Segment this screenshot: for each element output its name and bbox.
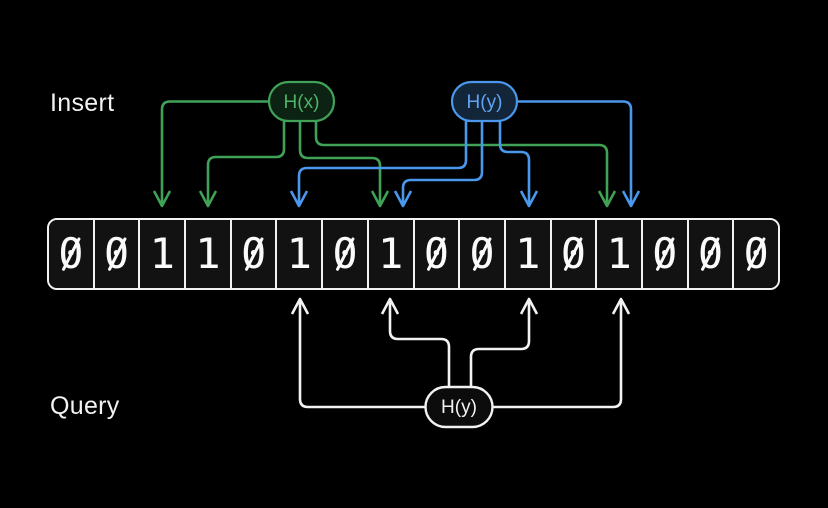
query-hy-pill-label: H(y) bbox=[441, 397, 477, 418]
hy-arrowhead-cell-5-icon bbox=[289, 190, 309, 208]
insert-hx-pill-label: H(x) bbox=[284, 92, 320, 113]
bit-cell-7: 1 bbox=[366, 220, 413, 288]
hx-arrowhead-cell-2-icon bbox=[152, 190, 172, 208]
bit-value-4: 0 bbox=[240, 229, 267, 278]
insert-label: Insert bbox=[50, 89, 115, 117]
hy-connector-cell-5 bbox=[297, 121, 468, 206]
bit-value-0: 0 bbox=[58, 229, 84, 278]
bit-value-9: 0 bbox=[469, 229, 495, 278]
insert-hx-group: H(x) bbox=[152, 80, 617, 208]
bit-cell-5: 1 bbox=[275, 220, 322, 288]
hy-connector-cell-7 bbox=[401, 121, 484, 206]
hy-connector-cell-10 bbox=[498, 121, 531, 206]
hy-arrowhead-cell-12-icon bbox=[621, 190, 641, 208]
hx-connector-cell-12 bbox=[314, 121, 609, 206]
insert-hy-group: H(y) bbox=[289, 80, 641, 208]
insert-hx-pill bbox=[267, 80, 336, 123]
hx-connector-cell-7 bbox=[298, 121, 382, 206]
hy-arrowhead-cell-10-icon bbox=[519, 190, 539, 208]
bit-value-6: 0 bbox=[332, 229, 358, 278]
bit-value-5: 1 bbox=[286, 229, 312, 278]
hx-arrowhead-cell-12-icon bbox=[597, 190, 617, 208]
bit-cell-14: 0 bbox=[686, 220, 733, 288]
query-arrowhead-cell-5-icon bbox=[290, 297, 310, 315]
query-connector-cell-12 bbox=[492, 300, 623, 409]
query-arrowhead-cell-10-icon bbox=[519, 297, 539, 315]
insert-hy-pill-label: H(y) bbox=[467, 92, 503, 113]
bit-value-13: 0 bbox=[652, 229, 678, 278]
query-arrowhead-cell-12-icon bbox=[611, 297, 631, 315]
hx-arrowhead-cell-3-icon bbox=[198, 190, 218, 208]
bit-cell-4: 0 bbox=[229, 220, 276, 288]
hx-connector-cell-2 bbox=[160, 100, 269, 206]
bit-value-14: 0 bbox=[697, 229, 724, 278]
bit-cell-8: 0 bbox=[412, 220, 459, 288]
bit-cell-3: 1 bbox=[184, 220, 230, 288]
hx-connector-cell-3 bbox=[206, 121, 286, 206]
bit-cell-13: 0 bbox=[640, 220, 687, 288]
query-label: Query bbox=[50, 392, 120, 420]
bit-value-7: 1 bbox=[378, 229, 404, 278]
query-hy-pill bbox=[424, 385, 494, 429]
bit-value-10: 1 bbox=[515, 229, 541, 278]
bit-value-8: 0 bbox=[423, 229, 449, 278]
bit-cell-6: 0 bbox=[321, 220, 367, 288]
query-arrowhead-cell-7-icon bbox=[380, 297, 400, 315]
bit-value-12: 1 bbox=[606, 229, 632, 278]
query-connector-cell-7 bbox=[388, 300, 451, 387]
hy-connector-cell-12 bbox=[517, 100, 633, 206]
bit-cell-15: 0 bbox=[732, 220, 778, 288]
bit-value-11: 0 bbox=[560, 229, 587, 278]
bit-cell-12: 1 bbox=[595, 220, 641, 288]
hy-arrowhead-cell-7-icon bbox=[393, 190, 413, 208]
hx-arrowhead-cell-7-icon bbox=[370, 190, 390, 208]
insert-hy-pill bbox=[450, 80, 519, 123]
bit-cell-2: 1 bbox=[138, 220, 185, 288]
bit-cell-10: 1 bbox=[503, 220, 550, 288]
query-hy-group: H(y) bbox=[290, 297, 631, 429]
bit-value-3: 1 bbox=[195, 229, 221, 278]
query-connector-cell-10 bbox=[469, 300, 531, 387]
bit-value-1: 0 bbox=[103, 229, 130, 278]
bit-value-15: 0 bbox=[743, 229, 769, 278]
bit-cell-9: 0 bbox=[458, 220, 504, 288]
query-connector-cell-5 bbox=[298, 300, 426, 409]
bit-cell-1: 0 bbox=[92, 220, 139, 288]
bit-cell-0: 0 bbox=[49, 220, 93, 288]
bit-cell-11: 0 bbox=[549, 220, 596, 288]
bit-value-2: 1 bbox=[149, 229, 175, 278]
